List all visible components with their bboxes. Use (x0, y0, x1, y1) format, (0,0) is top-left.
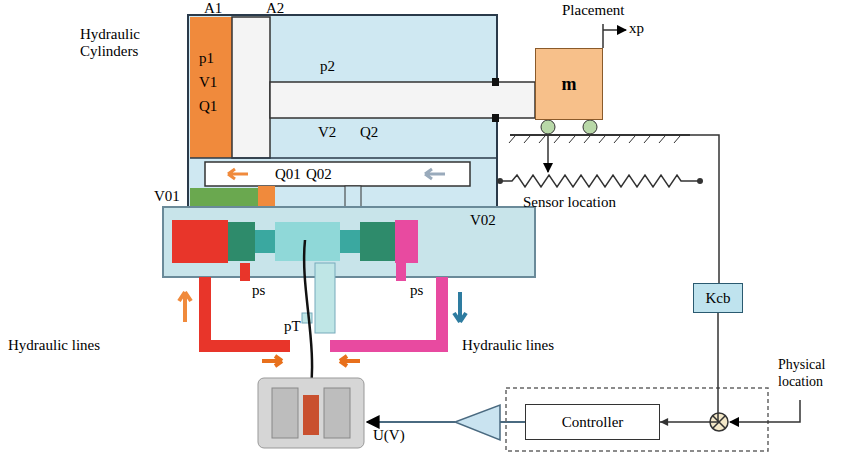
block-text: Kcb (706, 290, 731, 307)
part-label: Q2 (360, 124, 378, 141)
part-label: V2 (318, 124, 336, 141)
arrow-head (660, 418, 668, 426)
part-label: Sensor location (523, 194, 616, 211)
connector-line (660, 313, 718, 422)
part-label: Hydraulic lines (8, 337, 100, 354)
part-label: Hydraulic lines (462, 337, 554, 354)
part-label: p1 (199, 50, 214, 67)
part-label: Hydraulic Cylinders (80, 26, 176, 60)
part-label: Q1 (199, 98, 217, 115)
part-label: Placement (562, 2, 624, 19)
part-label: ps (252, 282, 265, 299)
part-label: V1 (199, 74, 217, 91)
signal-connector (660, 313, 718, 426)
block-box: Controller (525, 404, 660, 440)
part-label: A2 (266, 0, 284, 17)
part-label: Q02 (306, 166, 332, 183)
block-text: m (562, 76, 577, 93)
part-label: V01 (154, 188, 180, 205)
block-text: Controller (562, 414, 624, 431)
part-label: xp (629, 20, 644, 37)
part-label: U(V) (373, 427, 405, 444)
part-label: V02 (470, 212, 496, 229)
block-box: m (535, 48, 603, 120)
block-box: Kcb (693, 283, 743, 313)
part-label: Q01 (275, 166, 301, 183)
part-label: Physical location (778, 356, 840, 390)
part-label: ps (410, 282, 423, 299)
part-label: A1 (204, 0, 222, 17)
part-label: pT (284, 318, 301, 335)
part-label: p2 (320, 58, 335, 75)
